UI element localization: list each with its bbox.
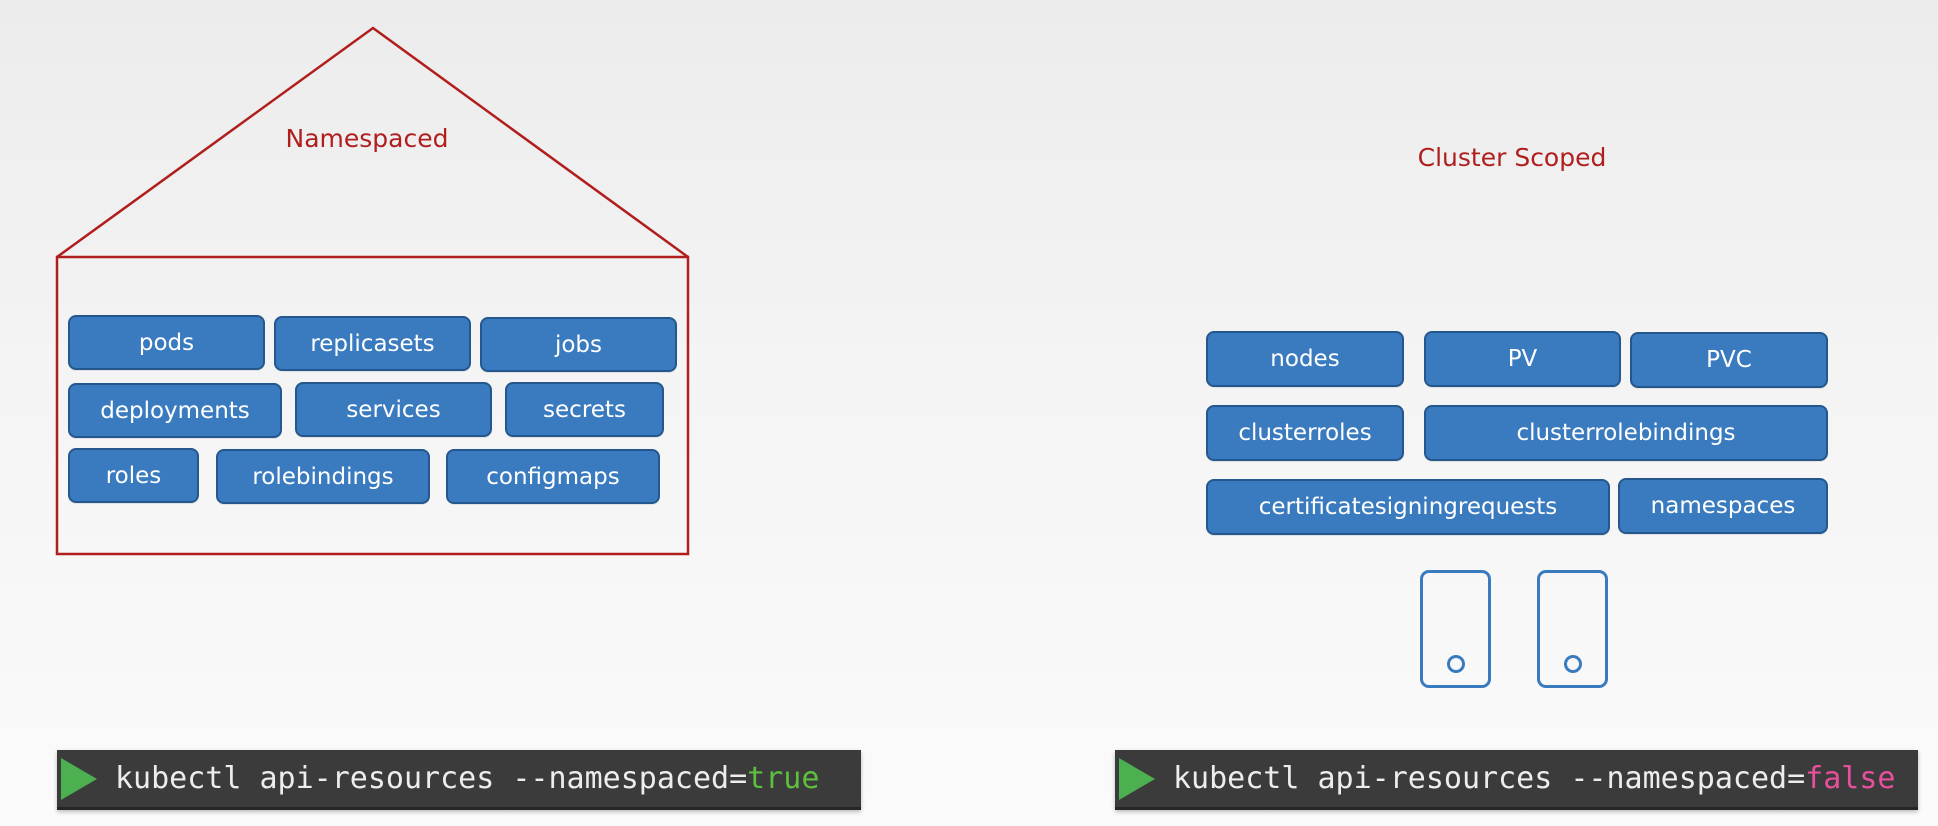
house-roof [56, 26, 689, 259]
play-icon [61, 757, 97, 800]
cluster-scoped-title: Cluster Scoped [1417, 143, 1607, 172]
resource-rolebindings: rolebindings [216, 449, 430, 504]
command-text: kubectl api-resources --namespaced= [115, 761, 748, 796]
resource-clusterrolebindings: clusterrolebindings [1424, 405, 1828, 461]
command-value: false [1805, 761, 1896, 796]
resource-deployments: deployments [68, 383, 282, 438]
resource-certificatesigningrequests: certificatesigningrequests [1206, 479, 1610, 535]
server-icon [1537, 570, 1608, 688]
resource-jobs: jobs [480, 317, 677, 372]
cluster-command-bar: kubectl api-resources --namespaced=false [1115, 750, 1918, 810]
namespaced-title: Namespaced [285, 124, 449, 153]
resource-namespaces: namespaces [1618, 478, 1828, 534]
command-text: kubectl api-resources --namespaced= [1173, 761, 1806, 796]
resource-pods: pods [68, 315, 265, 370]
resource-secrets: secrets [505, 382, 664, 437]
server-led-icon [1446, 655, 1465, 673]
play-icon [1119, 757, 1155, 800]
resource-pvc: PVC [1630, 332, 1828, 388]
resource-pv: PV [1424, 331, 1621, 387]
namespaced-command-bar: kubectl api-resources --namespaced=true [57, 750, 861, 810]
resource-nodes: nodes [1206, 331, 1404, 387]
house-body [55, 255, 690, 556]
resource-replicasets: replicasets [274, 316, 471, 371]
namespace-house-outline [55, 26, 690, 556]
resource-services: services [295, 382, 492, 437]
server-icon [1420, 570, 1491, 688]
resource-configmaps: configmaps [446, 449, 660, 504]
resource-roles: roles [68, 448, 199, 503]
server-led-icon [1563, 655, 1582, 673]
resource-clusterroles: clusterroles [1206, 405, 1404, 461]
command-value: true [747, 761, 820, 796]
